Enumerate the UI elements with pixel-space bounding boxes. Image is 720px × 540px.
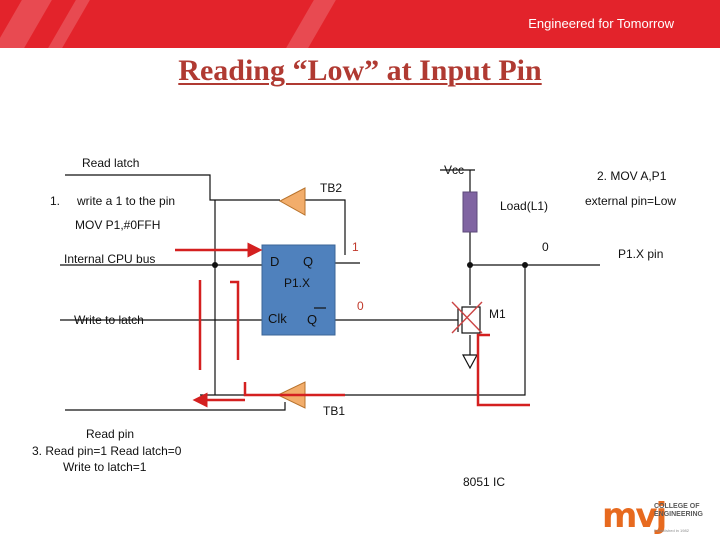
latch-q-label: Q	[303, 254, 313, 269]
junction-node	[212, 262, 218, 268]
external-pin-text: external pin=Low	[585, 194, 676, 208]
junction-node	[522, 262, 528, 268]
latch-d-label: D	[270, 254, 279, 269]
arrow-segment	[243, 382, 345, 397]
chip-label: 8051 IC	[463, 475, 505, 489]
q-value-label: 1	[352, 240, 359, 254]
read-pin-label: Read pin	[86, 427, 134, 441]
pin-name-label: P1.X pin	[618, 247, 663, 261]
latch-box	[261, 244, 336, 336]
arrow-segment	[230, 280, 240, 360]
latch-clk-label: Clk	[268, 311, 287, 326]
latch-name-label: P1.X	[284, 276, 310, 290]
tb2-buffer	[278, 187, 306, 216]
write-latch-label: Write to latch	[74, 313, 144, 327]
mov-instruction: MOV P1,#0FFH	[75, 218, 160, 232]
step1-text: write a 1 to the pin	[76, 194, 175, 208]
ground-icon	[461, 354, 479, 370]
junction-node	[467, 262, 473, 268]
load-label: Load(L1)	[500, 199, 548, 213]
step2-text: 2. MOV A,P1	[597, 169, 667, 183]
m1-off-cross	[451, 301, 483, 334]
write-latch-value: Write to latch=1	[63, 460, 147, 474]
step1-number: 1.	[50, 194, 60, 208]
wire-tb1-in	[305, 265, 526, 396]
wire-read-latch	[65, 174, 280, 201]
m1-label: M1	[489, 307, 506, 321]
read-latch-label: Read latch	[82, 156, 139, 170]
step3-text: 3. Read pin=1 Read latch=0	[32, 444, 182, 458]
pin-value-label: 0	[542, 240, 549, 254]
tb1-label: TB1	[323, 404, 345, 418]
arrow-segment	[476, 333, 530, 407]
header-tagline: Engineered for Tomorrow	[528, 16, 674, 31]
header-banner: Engineered for Tomorrow	[0, 0, 720, 48]
internal-bus-label: Internal CPU bus	[64, 252, 155, 266]
vcc-label: Vcc	[444, 163, 464, 177]
latch-qbar-label: Q	[307, 312, 317, 327]
wire-tb2-latch	[305, 199, 346, 255]
slide-title: Reading “Low” at Input Pin	[178, 54, 542, 87]
tb2-label: TB2	[320, 181, 342, 195]
wire-read-pin	[65, 402, 286, 411]
load-resistor	[462, 191, 478, 233]
qbar-value-label: 0	[357, 299, 364, 313]
